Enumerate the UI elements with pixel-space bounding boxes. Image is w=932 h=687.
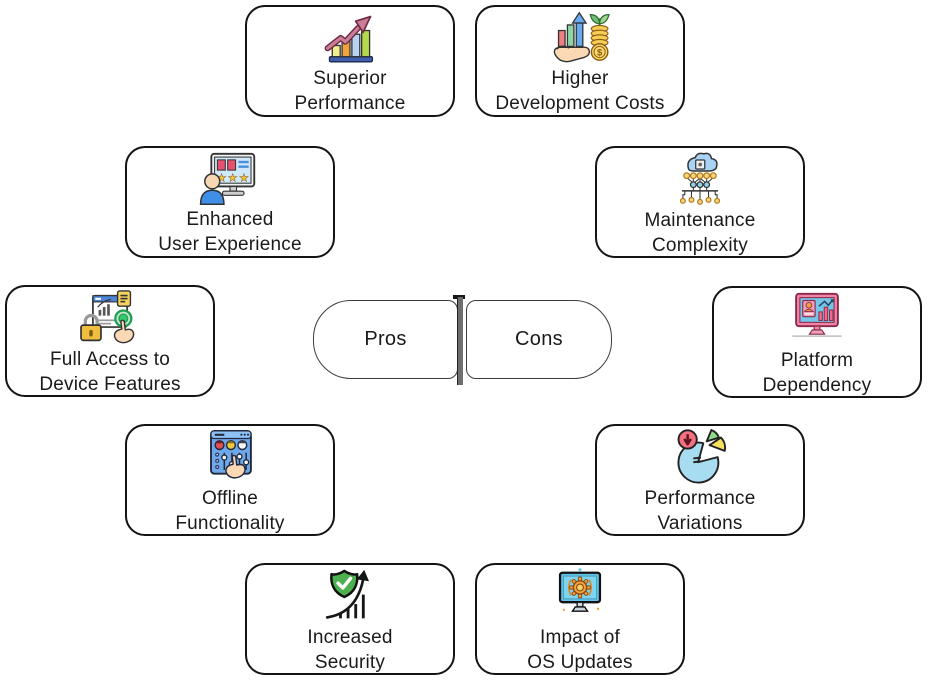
card-superior-performance: Superior Performance — [245, 5, 455, 117]
card-label: Impact of OS Updates — [527, 626, 633, 675]
card-platform-dependency: Platform Dependency — [712, 286, 922, 398]
card-label: Offline Functionality — [175, 487, 284, 536]
monitor-gear-update-icon — [543, 568, 617, 625]
lock-browser-touch-icon — [73, 290, 147, 347]
bar-chart-growth-icon — [313, 10, 387, 66]
cons-box: Cons — [466, 300, 612, 379]
svg-text:★: ★ — [217, 172, 227, 184]
card-label: Maintenance Complexity — [645, 209, 756, 258]
label-line-2: Variations — [657, 512, 743, 534]
monitor-dashboard-icon — [780, 291, 854, 348]
label-line-2: Dependency — [762, 374, 872, 396]
card-label: Superior Performance — [295, 67, 406, 116]
card-impact-of-os-updates: Impact of OS Updates — [475, 563, 685, 675]
label-line-2: Complexity — [652, 234, 748, 256]
svg-text:$: $ — [597, 47, 603, 57]
label-line-1: Enhanced — [186, 209, 274, 230]
pros-label: Pros — [364, 328, 407, 350]
label-line-1: Performance — [644, 488, 756, 509]
card-label: Higher Development Costs — [495, 67, 664, 116]
control-panel-touch-icon — [193, 429, 267, 486]
label-line-2: Performance — [294, 92, 406, 114]
cons-label: Cons — [515, 328, 563, 350]
card-maintenance-complexity: Maintenance Complexity — [595, 146, 805, 258]
label-line-1: Offline — [202, 488, 258, 509]
label-line-2: OS Updates — [527, 651, 633, 673]
card-performance-variations: Performance Variations — [595, 424, 805, 536]
label-line-1: Full Access to — [49, 349, 170, 370]
label-line-2: Functionality — [175, 512, 285, 534]
label-line-2: Security — [314, 651, 386, 673]
card-label: Performance Variations — [645, 487, 756, 536]
card-higher-development-costs: $ Higher Development Costs — [475, 5, 685, 117]
card-offline-functionality: Offline Functionality — [125, 424, 335, 536]
card-full-access-device-features: Full Access to Device Features — [5, 285, 215, 397]
cloud-network-icon — [663, 151, 737, 208]
card-increased-security: Increased Security — [245, 563, 455, 675]
label-line-1: Impact of — [540, 627, 620, 648]
card-enhanced-user-experience: ★ ★ ★ Enhanced User Experience — [125, 146, 335, 258]
label-line-1: Superior — [313, 68, 387, 89]
pros-box: Pros — [313, 300, 458, 379]
svg-text:★: ★ — [228, 172, 238, 184]
hand-money-growth-icon: $ — [543, 10, 617, 66]
label-line-1: Platform — [780, 350, 854, 371]
label-line-1: Increased — [307, 627, 393, 648]
card-label: Enhanced User Experience — [158, 208, 301, 257]
label-line-1: Higher — [551, 68, 609, 89]
label-line-1: Maintenance — [644, 210, 756, 231]
label-line-2: Device Features — [39, 373, 181, 395]
card-label: Platform Dependency — [763, 349, 872, 398]
label-line-2: User Experience — [158, 233, 302, 255]
card-label: Full Access to Device Features — [39, 348, 180, 397]
svg-text:★: ★ — [239, 172, 249, 184]
card-label: Increased Security — [307, 626, 392, 675]
shield-growth-icon — [313, 568, 387, 625]
pie-chart-decline-icon — [663, 429, 737, 486]
label-line-2: Development Costs — [495, 92, 665, 114]
pros-cons-divider — [457, 297, 463, 385]
user-rating-screen-icon: ★ ★ ★ — [193, 151, 267, 207]
